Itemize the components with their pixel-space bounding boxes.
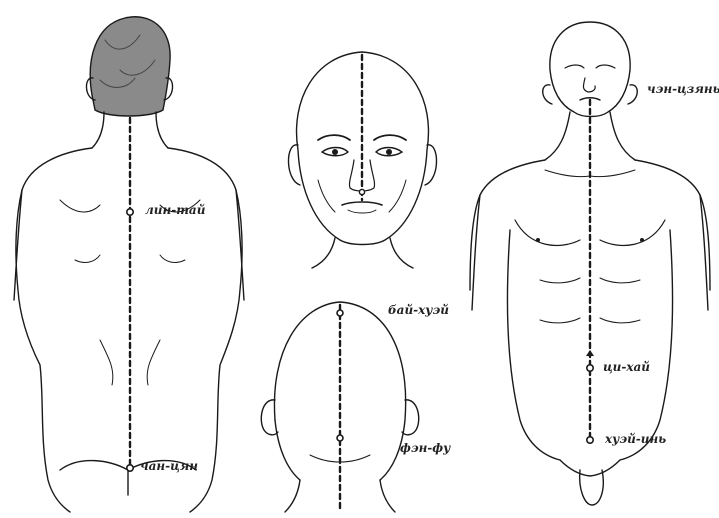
label-qi-hai: ци-хай: [603, 360, 650, 374]
bai-hui-point: [337, 310, 343, 316]
label-hui-yin: хуэй-инь: [605, 432, 666, 446]
label-chang-qiang: чан-цян: [140, 459, 198, 473]
chang-qiang-point: [127, 465, 133, 471]
label-cheng-jiang: чэн-цзянь: [647, 82, 719, 96]
label-bai-hui: бай-хуэй: [388, 303, 449, 317]
qi-hai-point: [587, 365, 593, 371]
back-hair: [90, 17, 170, 116]
label-ling-tai: лин-тай: [145, 203, 205, 217]
label-feng-fu: фэн-фу: [400, 441, 450, 455]
hui-yin-point: [587, 437, 593, 443]
face-figure: [288, 52, 436, 268]
feng-fu-point: [337, 435, 343, 441]
head-back-figure: [261, 302, 418, 512]
back-figure: [14, 17, 244, 512]
ling-tai-point: [127, 209, 133, 215]
